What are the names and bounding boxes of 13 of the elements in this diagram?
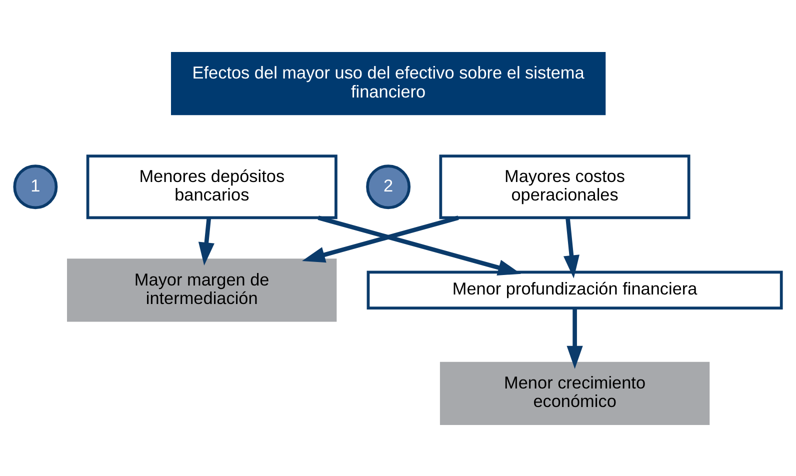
node-box: Menor profundización financiera bbox=[366, 270, 783, 309]
arrow bbox=[302, 215, 459, 262]
node-box: Efectos del mayor uso del efectivo sobre el sistema financiero bbox=[171, 52, 606, 115]
node-circle: 1 bbox=[13, 164, 58, 209]
node-box: Mayor margen de intermediación bbox=[67, 258, 337, 322]
node-box: Menor crecimiento económico bbox=[440, 361, 710, 424]
node-box: Menores depósitos bancarios bbox=[86, 154, 338, 219]
node-box: Mayores costos operacionales bbox=[439, 154, 690, 219]
arrow bbox=[566, 308, 583, 368]
arrow bbox=[563, 217, 580, 278]
arrow bbox=[198, 217, 214, 265]
node-circle: 2 bbox=[366, 164, 411, 209]
arrow bbox=[318, 215, 522, 275]
